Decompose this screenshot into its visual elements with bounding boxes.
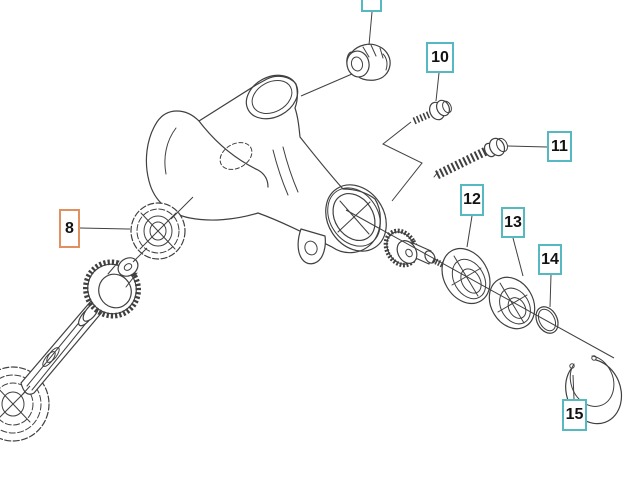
washer-14 (535, 306, 559, 334)
housing-sketch-arc (164, 127, 177, 175)
clamp-nut (346, 43, 391, 81)
leader-callout-15 (572, 374, 575, 400)
leader-callout-14 (549, 274, 552, 308)
retaining-ring-15 (565, 355, 623, 425)
gear-hub-hole (123, 263, 133, 271)
callout-13[interactable]: 13 (501, 207, 525, 238)
callout-11[interactable]: 11 (547, 131, 572, 162)
bearing-8 (130, 202, 186, 260)
screw-long (433, 137, 509, 180)
callout-top-partial[interactable] (361, 0, 382, 12)
leader-lines (79, 11, 575, 400)
callout-10[interactable]: 10 (426, 42, 454, 73)
tube-hidden-bore (219, 142, 253, 170)
pinion-shaft (383, 228, 445, 268)
bore-flange-outer (325, 184, 387, 252)
callout-8[interactable]: 8 (59, 209, 80, 248)
leader-callout-10 (435, 72, 440, 102)
nut-face-inner (350, 56, 364, 72)
nut-facets (362, 44, 388, 71)
input-tube-opening-inner (251, 79, 293, 115)
callout-12[interactable]: 12 (460, 184, 484, 216)
leader-callout-12 (466, 215, 473, 248)
leader-bolt-zigzag (382, 121, 423, 202)
leader-callout-11 (506, 145, 548, 148)
mounting-lug-hole (304, 240, 318, 256)
bore-cross-lines (337, 200, 371, 235)
bolt-head-face (442, 100, 452, 114)
screw-head-face (495, 137, 509, 153)
nut-face (346, 50, 370, 78)
gear-hub (117, 257, 139, 277)
gearbox-housing (145, 74, 387, 265)
bearing-13 (488, 276, 536, 330)
bore-flange-rim (327, 187, 381, 247)
ring-ear-hole-right (591, 355, 597, 361)
leader-callout-13 (512, 237, 524, 277)
bolt-short (412, 99, 452, 125)
bore-opening (332, 193, 376, 241)
leader-top-callout (368, 11, 373, 46)
callout-15[interactable]: 15 (562, 399, 587, 431)
leader-callout-8 (79, 227, 131, 230)
bearing-13-cross (497, 282, 528, 324)
mounting-lug (297, 228, 326, 265)
callout-14[interactable]: 14 (538, 244, 562, 275)
bevel-gear (82, 257, 142, 319)
ring-ear-hole-left (569, 363, 575, 369)
housing-band-1 (272, 149, 289, 196)
housing-junction-arc (198, 120, 269, 188)
bearing-8-cross (139, 212, 177, 250)
input-tube-opening (245, 74, 299, 120)
axis-lines (21, 196, 615, 396)
output-shaft-splined (20, 300, 104, 395)
housing-band-2 (282, 146, 299, 193)
axis-line-right (345, 209, 615, 359)
leader-nut-to-housing (300, 73, 353, 97)
axis-line-left (21, 196, 194, 396)
